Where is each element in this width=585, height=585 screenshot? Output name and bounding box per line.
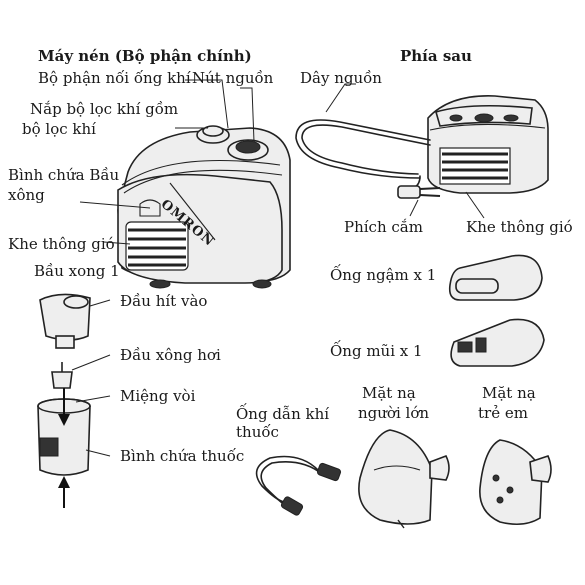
label-inhalation-top: Đầu hít vào: [120, 292, 208, 310]
label-air-tube-2: thuốc: [236, 423, 279, 441]
label-mouthpiece: Ống ngậm x 1: [330, 266, 437, 284]
leader-lines-main: [79, 79, 255, 245]
label-power-button: Nút nguồn: [192, 69, 274, 87]
label-nebulizer-holder-2: xông: [8, 186, 45, 204]
label-vents-front: Khe thông gió: [8, 235, 115, 253]
label-hose-connector: Bộ phận nối ống khí: [38, 69, 191, 87]
label-child-mask-2: trẻ em: [478, 404, 528, 422]
compressor-back: [427, 95, 549, 194]
compressor-front: [117, 125, 291, 289]
child-mask-drawing: [479, 439, 552, 526]
label-adult-mask-1: Mặt nạ: [362, 384, 416, 402]
label-adult-mask-2: người lớn: [358, 404, 430, 422]
label-plug: Phích cắm: [344, 218, 423, 236]
label-filter-cover-2: bộ lọc khí: [22, 120, 96, 138]
nebulizer-kit-drawing: [37, 293, 111, 508]
label-vents-back: Khe thông gió: [466, 218, 573, 236]
nosepiece-drawing: [450, 318, 545, 367]
label-filter-cover-1: Nắp bộ lọc khí gồm: [30, 100, 179, 118]
label-nosepiece: Ống mũi x 1: [330, 342, 423, 360]
power-cord-drawing: [295, 83, 485, 219]
air-tube-drawing: [255, 455, 342, 516]
label-nozzle: Miệng vòi: [120, 387, 196, 405]
adult-mask-drawing: [358, 429, 450, 529]
label-air-tube-1: Ống dẫn khí: [236, 405, 330, 423]
mouthpiece-drawing: [448, 254, 543, 301]
label-power-cord: Dây nguồn: [300, 69, 382, 87]
label-child-mask-1: Mặt nạ: [482, 384, 536, 402]
label-medication-tank: Bình chứa thuốc: [120, 447, 245, 465]
label-nebulizer-holder-1: Bình chứa Bầu: [8, 166, 120, 184]
main-unit-title: Máy nén (Bộ phận chính): [38, 47, 252, 65]
label-nebulizer-kit: Bầu xong 1: [34, 262, 120, 280]
back-view-title: Phía sau: [400, 47, 472, 65]
label-vaporizer-head: Đầu xông hơi: [120, 346, 221, 364]
